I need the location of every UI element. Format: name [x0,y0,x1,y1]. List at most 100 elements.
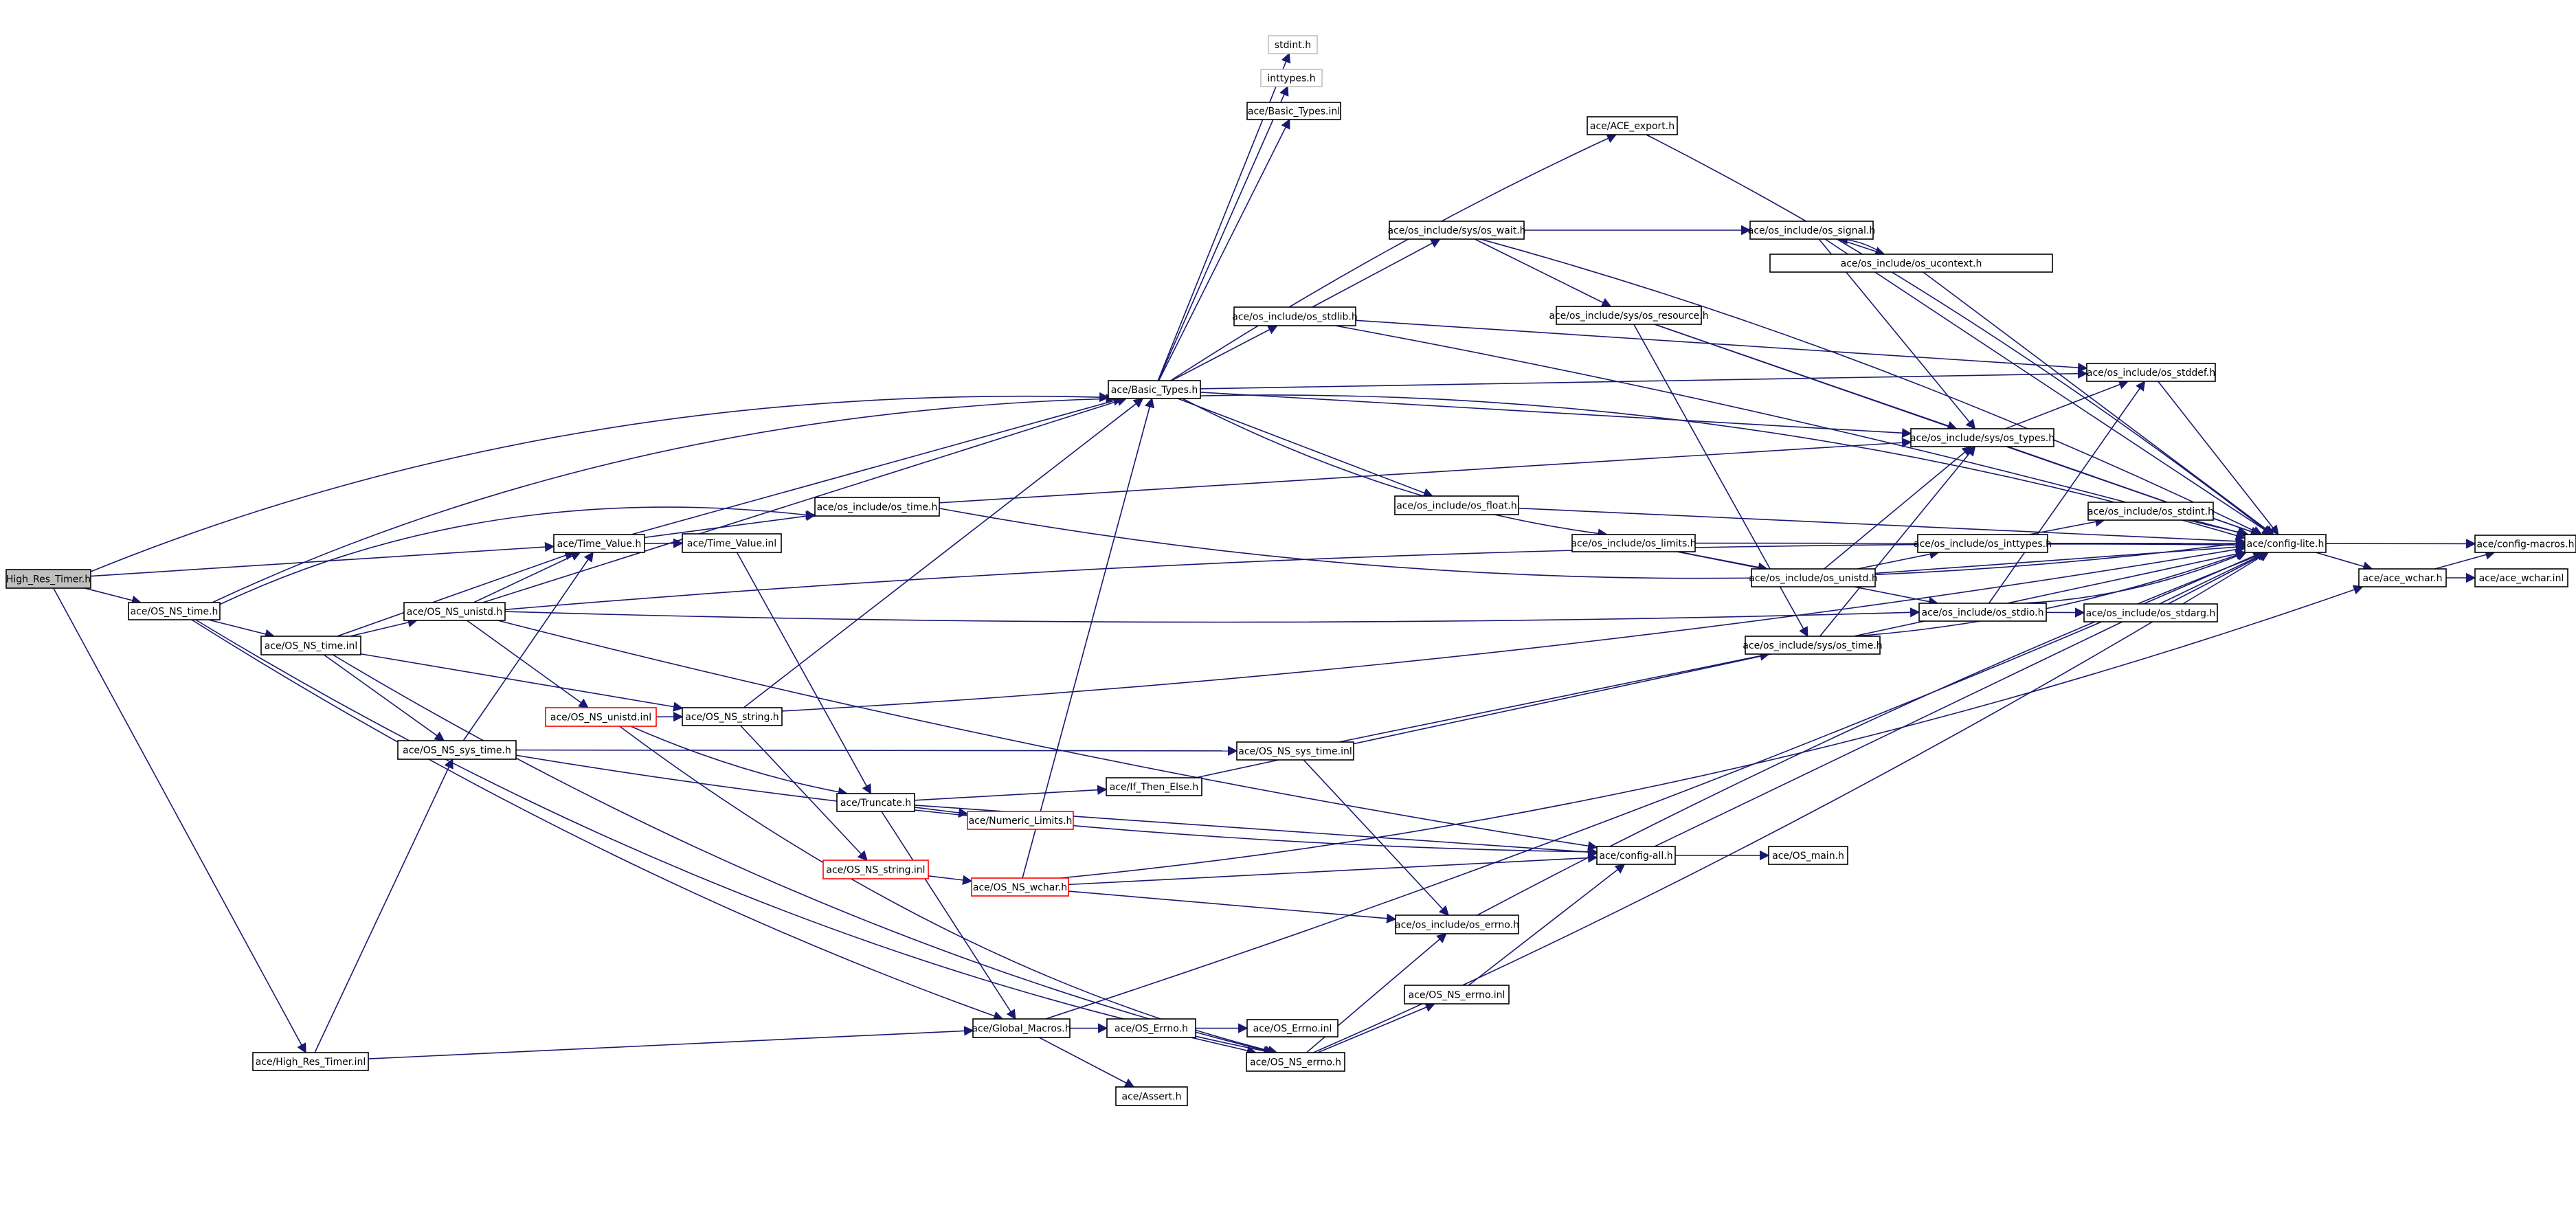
edge-os_ns_wchar_h-to-basic_types_h [1022,397,1155,879]
node-os-errno-h[interactable]: ace/OS_Errno.h [1106,1018,1196,1038]
node-box [2244,534,2327,553]
edge-os_ns_sys_time_h-to-time_value_h [462,551,594,741]
node-os-ns-errno-h[interactable]: ace/OS_NS_errno.h [1246,1052,1345,1072]
node-label: ace/os_include/sys/os_wait.h [1387,225,1525,236]
node-global-macros-h[interactable]: ace/Global_Macros.h [972,1018,1071,1038]
node-sys-os-types-h[interactable]: ace/os_include/sys/os_types.h [1910,428,2054,447]
node-os-ns-sys-time-h[interactable]: ace/OS_NS_sys_time.h [397,740,517,760]
edge-path [473,552,581,603]
node-box [1918,603,2047,622]
edge-os_stdio_h-to-os_stddef_h [1988,380,2146,604]
edge-time_value_inl-to-truncate_h [736,552,871,795]
node-time-value-h[interactable]: ace/Time_Value.h [553,534,645,553]
node-box [1246,1019,1339,1037]
node-root[interactable]: High_Res_Timer.h [5,569,91,589]
node-os-stdarg-h[interactable]: ace/os_include/os_stdarg.h [2083,603,2218,622]
edge-os_stdint_h-to-config_lite_h [2188,519,2250,537]
node-label: ace/os_include/os_limits.h [1571,539,1696,550]
node-box [1395,914,1519,934]
node-label: ace/Numeric_Limits.h [969,816,1073,827]
edge-os_ns_errno_inl-to-config_all_h [1468,864,1626,986]
node-box [1233,306,1356,326]
node-ace-export-h[interactable]: ace/ACE_export.h [1587,116,1678,135]
node-os-stdlib-h[interactable]: ace/os_include/os_stdlib.h [1232,306,1358,326]
node-os-ns-string-inl[interactable]: ace/OS_NS_string.inl [822,860,929,879]
node-box [682,707,783,726]
node-os-ns-sys-time-inl[interactable]: ace/OS_NS_sys_time.inl [1236,741,1354,761]
node-os-ucontext-h[interactable]: ace/os_include/os_ucontext.h [1769,254,2053,273]
node-os-main-h[interactable]: ace/OS_main.h [1768,846,1848,865]
edge-path [1022,397,1155,879]
node-os-ns-wchar-h[interactable]: ace/OS_NS_wchar.h [971,877,1069,897]
edge-path [2005,379,2129,429]
edge-path [1857,549,1940,570]
edge-path [881,811,1016,1020]
node-os-ns-time-inl[interactable]: ace/OS_NS_time.inl [260,636,361,655]
edge-path [467,620,589,708]
node-sys-os-resource-h[interactable]: ace/os_include/sys/os_resource.h [1549,306,1709,325]
node-os-stdint-h[interactable]: ace/os_include/os_stdint.h [2087,502,2214,521]
edge-high_res_timer_inl-to-os_ns_sys_time_h [314,758,453,1053]
node-os-ns-string-h[interactable]: ace/OS_NS_string.h [682,707,783,726]
node-label: ace/os_include/os_signal.h [1748,225,1876,236]
edge-path [1045,551,2263,1020]
node-os-ns-time-h[interactable]: ace/OS_NS_time.h [128,602,221,620]
node-os-ns-unistd-h[interactable]: ace/OS_NS_unistd.h [403,602,506,621]
node-os-unistd-h[interactable]: ace/os_include/os_unistd.h [1749,568,1878,587]
node-label: ace/os_include/sys/os_resource.h [1549,311,1708,322]
edge-os_ns_time_h-to-global_macros_h [191,619,1004,1021]
node-sys-os-time-h[interactable]: ace/os_include/sys/os_time.h [1743,636,1883,655]
node-os-signal-h[interactable]: ace/os_include/os_signal.h [1748,221,1876,240]
edge-path [1038,1037,1135,1088]
edge-path [314,758,453,1053]
node-ace-wchar-inl[interactable]: ace/ace_wchar.inl [2474,568,2568,587]
node-box [5,569,91,589]
node-label: ace/High_Res_Timer.inl [256,1057,366,1068]
edge-path [323,654,445,741]
edge-path [1312,238,1441,308]
node-numeric-limits-h[interactable]: ace/Numeric_Limits.h [967,811,1074,830]
edge-sys_os_types_h-to-os_stddef_h [2005,379,2129,429]
node-box [1745,636,1881,655]
node-high-res-timer-inl[interactable]: ace/High_Res_Timer.inl [252,1052,369,1071]
node-config-all-h[interactable]: ace/config-all.h [1596,846,1676,865]
node-sys-os-wait-h[interactable]: ace/os_include/sys/os_wait.h [1387,221,1526,240]
node-config-macros-h[interactable]: ace/config-macros.h [2474,535,2576,553]
node-basic-types-inl[interactable]: ace/Basic_Types.inl [1246,102,1341,120]
node-basic-types-h[interactable]: ace/Basic_Types.h [1108,380,1201,399]
node-label: ace/os_include/os_stdio.h [1922,607,2044,618]
edge-os_ns_string_h-to-os_ns_string_inl [740,725,868,862]
node-box [971,877,1069,897]
node-os-errno-inc-h[interactable]: ace/os_include/os_errno.h [1395,914,1519,934]
edge-path [515,745,1238,756]
edge-path [1157,85,1289,381]
edge-path [781,544,2246,712]
node-os-limits-h[interactable]: ace/os_include/os_limits.h [1571,534,1696,552]
node-os-float-h[interactable]: ace/os_include/os_float.h [1394,495,1519,515]
node-os-stdio-h[interactable]: ace/os_include/os_stdio.h [1918,603,2047,622]
node-os-stddef-h[interactable]: ace/os_include/os_stddef.h [2086,363,2216,382]
node-config-lite-h[interactable]: ace/config-lite.h [2244,534,2327,553]
node-box [2086,363,2216,382]
node-os-ns-errno-inl[interactable]: ace/OS_NS_errno.inl [1404,985,1510,1005]
edge-os_ns_wchar_h-to-ace_wchar_h [1060,585,2364,879]
node-time-value-inl[interactable]: ace/Time_Value.inl [682,533,782,553]
node-os-ns-unistd-inl[interactable]: ace/OS_NS_unistd.inl [545,707,657,727]
node-ace-wchar-h[interactable]: ace/ace_wchar.h [2358,568,2447,587]
node-box [836,793,915,812]
node-box [1246,102,1341,120]
node-os-inttypes-h[interactable]: ace/os_include/os_inttypes.h [1914,534,2052,553]
node-os-errno-inl[interactable]: ace/OS_Errno.inl [1246,1019,1339,1037]
edge-os_ns_time_inl-to-os_ns_string_h [360,653,684,712]
edge-path [1157,52,1291,381]
edge-basic_types_h-to-os_limits_h [1182,398,1608,539]
edge-os_errno_inc_h-to-config_lite_h [1477,551,2267,916]
node-assert-h[interactable]: ace/Assert.h [1115,1086,1188,1106]
node-os-include-os-time-h[interactable]: ace/os_include/os_time.h [814,497,940,517]
node-label: ace/os_include/os_inttypes.h [1914,539,2052,550]
node-label: ace/os_include/os_stddef.h [2087,368,2215,379]
node-truncate-h[interactable]: ace/Truncate.h [836,793,915,812]
node-if-then-else-h[interactable]: ace/If_Then_Else.h [1106,777,1202,796]
edge-sys_os_wait_h-to-sys_os_resource_h [1474,238,1612,307]
edge-os_include_os_time_h-to-config_lite_h [939,508,2246,579]
